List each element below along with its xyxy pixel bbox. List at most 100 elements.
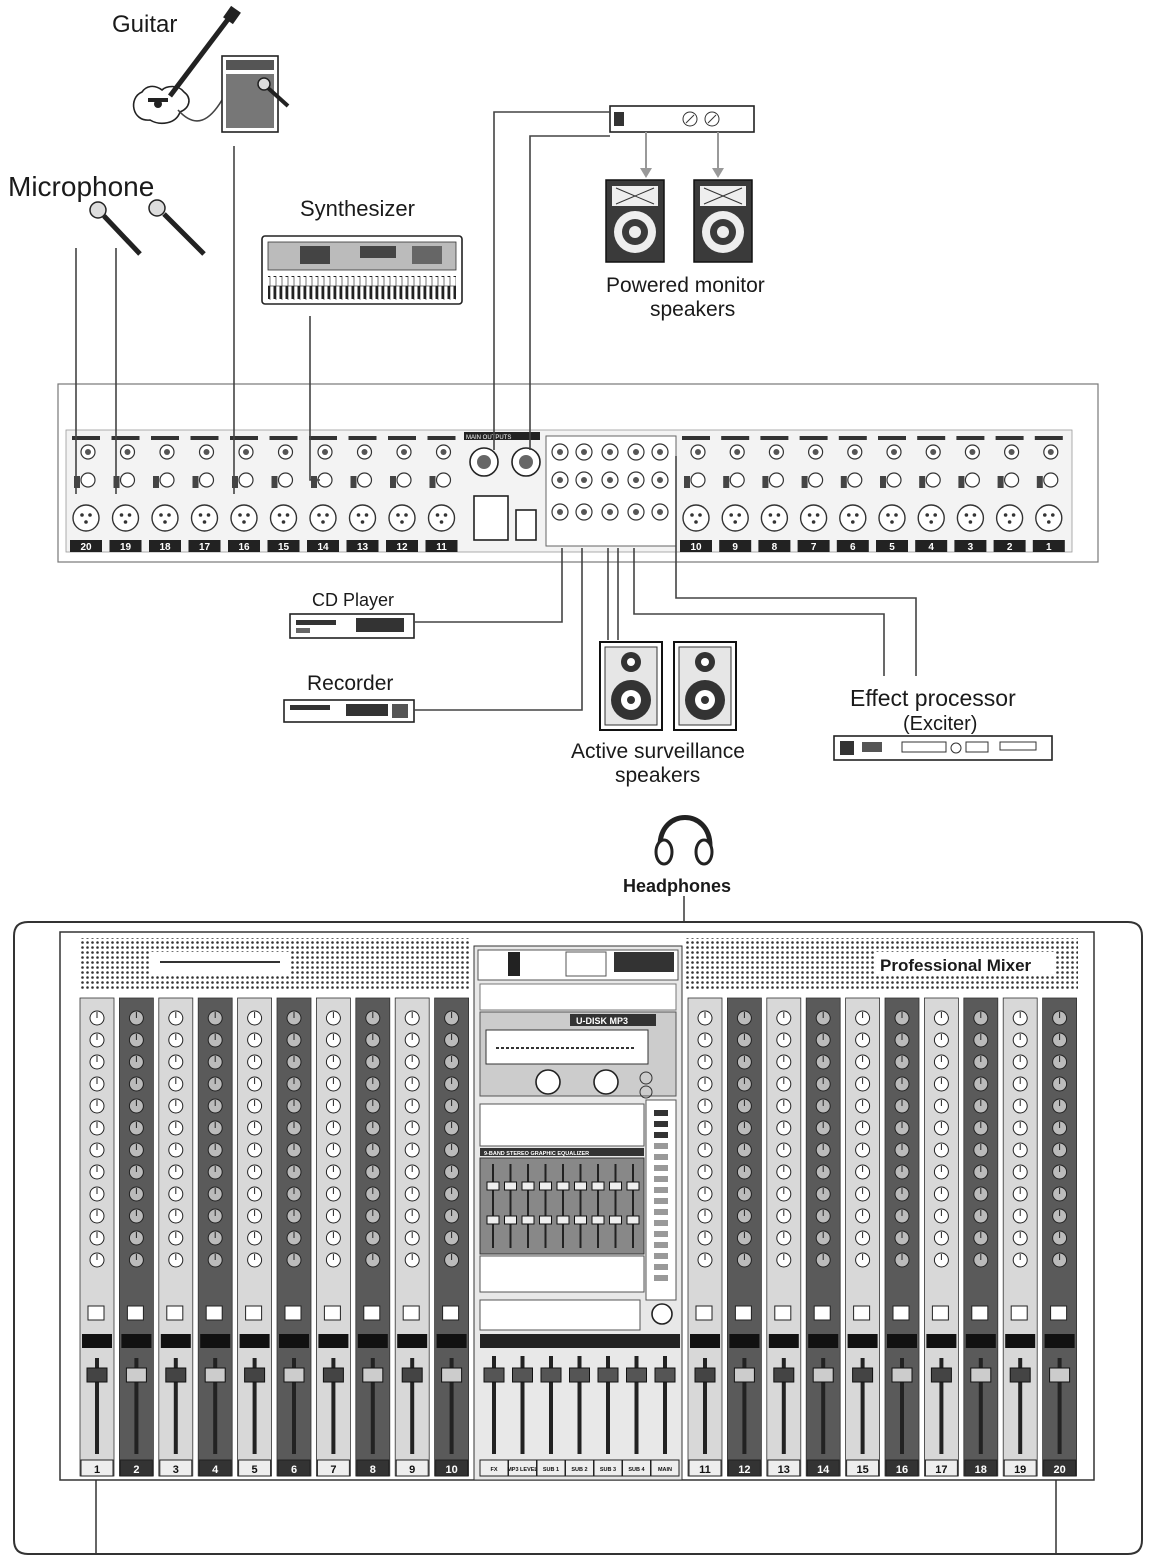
- channel-fader-cap[interactable]: [204, 1367, 226, 1383]
- master-fader-cap[interactable]: [654, 1367, 676, 1383]
- eq-fader-cap[interactable]: [626, 1215, 640, 1225]
- channel-button[interactable]: [1010, 1305, 1028, 1321]
- eq-fader-cap[interactable]: [556, 1181, 570, 1191]
- wire-amp-right: [529, 135, 610, 450]
- channel-fader-cap[interactable]: [852, 1367, 874, 1383]
- eq-fader-cap[interactable]: [504, 1215, 517, 1225]
- eq-title-label: 9-BAND STEREO GRAPHIC EQUALIZER: [484, 1151, 589, 1157]
- master-fader-label: FX: [490, 1467, 497, 1473]
- front-channel-strip-16: 16: [884, 997, 920, 1477]
- channel-button[interactable]: [442, 1305, 460, 1321]
- eq-fader-cap[interactable]: [539, 1215, 552, 1225]
- channel-fader-cap[interactable]: [165, 1367, 187, 1383]
- master-fader-cap[interactable]: [626, 1367, 647, 1383]
- channel-fader-cap[interactable]: [244, 1367, 266, 1383]
- eq-fader-cap[interactable]: [574, 1215, 587, 1225]
- front-channel-number: 12: [738, 1464, 750, 1476]
- channel-fader-cap[interactable]: [441, 1367, 463, 1383]
- eq-fader-cap[interactable]: [591, 1215, 605, 1225]
- eq-fader-cap[interactable]: [521, 1181, 535, 1191]
- master-fader-cap[interactable]: [597, 1367, 619, 1383]
- eq-fader-cap[interactable]: [626, 1181, 640, 1191]
- master-fader-cap[interactable]: [540, 1367, 562, 1383]
- master-fader-label: MP3 LEVEL: [507, 1467, 538, 1473]
- master-fader-cap[interactable]: [512, 1367, 533, 1383]
- channel-button[interactable]: [892, 1305, 910, 1321]
- channel-button[interactable]: [971, 1305, 989, 1321]
- front-channel-number: 15: [856, 1464, 868, 1476]
- rear-channel-20: 20: [70, 436, 102, 553]
- front-channel-number: 2: [133, 1464, 139, 1476]
- master-fader-3: SUB 2: [565, 1356, 594, 1477]
- front-channel-number: 6: [291, 1464, 297, 1476]
- channel-button[interactable]: [402, 1305, 420, 1321]
- eq-fader-cap[interactable]: [574, 1181, 587, 1191]
- channel-button[interactable]: [284, 1305, 302, 1321]
- eq-fader-cap[interactable]: [539, 1181, 552, 1191]
- channel-fader-cap[interactable]: [733, 1367, 755, 1383]
- channel-fader-cap[interactable]: [362, 1367, 384, 1383]
- channel-fader-cap[interactable]: [1049, 1367, 1071, 1383]
- wire-synthesizer: [309, 316, 320, 481]
- master-fader-label: SUB 1: [543, 1467, 559, 1473]
- eq-fader-cap[interactable]: [609, 1181, 622, 1191]
- channel-fader-cap[interactable]: [283, 1367, 305, 1383]
- channel-fader-cap[interactable]: [86, 1367, 108, 1383]
- rear-channel-number: 9: [732, 542, 738, 553]
- eq-fader-cap[interactable]: [609, 1215, 622, 1225]
- rear-channel-number: 14: [317, 542, 329, 553]
- amp-to-monitor-arrows: [640, 132, 724, 178]
- channel-fader-cap[interactable]: [970, 1367, 992, 1383]
- rear-channel-number: 15: [278, 542, 290, 553]
- rear-channel-15: 15: [267, 436, 300, 553]
- channel-button[interactable]: [245, 1305, 263, 1321]
- eq-fader-cap[interactable]: [556, 1215, 570, 1225]
- channel-button[interactable]: [734, 1305, 752, 1321]
- amp-mic-icon: [257, 77, 290, 108]
- channel-button[interactable]: [774, 1305, 792, 1321]
- channel-button[interactable]: [931, 1305, 949, 1321]
- channel-button[interactable]: [205, 1305, 223, 1321]
- master-fader-cap[interactable]: [569, 1367, 590, 1383]
- wire-effect-return: [675, 456, 917, 676]
- usb-panel-label: U-DISK MP3: [576, 1016, 628, 1026]
- channel-fader-cap[interactable]: [694, 1367, 716, 1383]
- channel-button[interactable]: [813, 1305, 831, 1321]
- eq-fader-cap[interactable]: [486, 1215, 500, 1225]
- rear-channel-4: 4: [915, 436, 948, 553]
- master-fader-cap[interactable]: [483, 1367, 505, 1383]
- channel-fader-cap[interactable]: [930, 1367, 952, 1383]
- front-channel-number: 10: [445, 1464, 457, 1476]
- front-channel-number: 4: [212, 1464, 219, 1476]
- wire-effect-send: [633, 548, 885, 676]
- front-channel-number: 1: [94, 1464, 100, 1476]
- channel-fader-cap[interactable]: [1009, 1367, 1031, 1383]
- channel-button[interactable]: [1050, 1305, 1068, 1321]
- channel-fader-cap[interactable]: [891, 1367, 913, 1383]
- master-fader-5: SUB 4: [622, 1356, 651, 1477]
- powered-monitor-label-line2: speakers: [650, 298, 735, 321]
- channel-button[interactable]: [323, 1305, 341, 1321]
- front-channel-strip-18: 18: [963, 997, 999, 1477]
- channel-button[interactable]: [695, 1305, 713, 1321]
- rear-channel-10: 10: [680, 436, 712, 553]
- eq-fader-cap[interactable]: [591, 1181, 605, 1191]
- channel-button[interactable]: [87, 1305, 105, 1321]
- channel-fader-cap[interactable]: [322, 1367, 344, 1383]
- front-channel-number: 9: [409, 1464, 415, 1476]
- rear-channel-number: 8: [772, 542, 778, 553]
- channel-fader-cap[interactable]: [125, 1367, 147, 1383]
- channel-button[interactable]: [363, 1305, 381, 1321]
- channel-fader-cap[interactable]: [773, 1367, 795, 1383]
- eq-fader-cap[interactable]: [504, 1181, 517, 1191]
- channel-button[interactable]: [126, 1305, 144, 1321]
- channel-fader-cap[interactable]: [401, 1367, 423, 1383]
- eq-fader-cap[interactable]: [521, 1215, 535, 1225]
- microphone-label: Microphone: [8, 171, 154, 202]
- channel-button[interactable]: [166, 1305, 184, 1321]
- channel-button[interactable]: [853, 1305, 871, 1321]
- front-channel-strip-8: 8: [355, 997, 391, 1477]
- channel-fader-cap[interactable]: [812, 1367, 834, 1383]
- eq-fader-cap[interactable]: [486, 1181, 500, 1191]
